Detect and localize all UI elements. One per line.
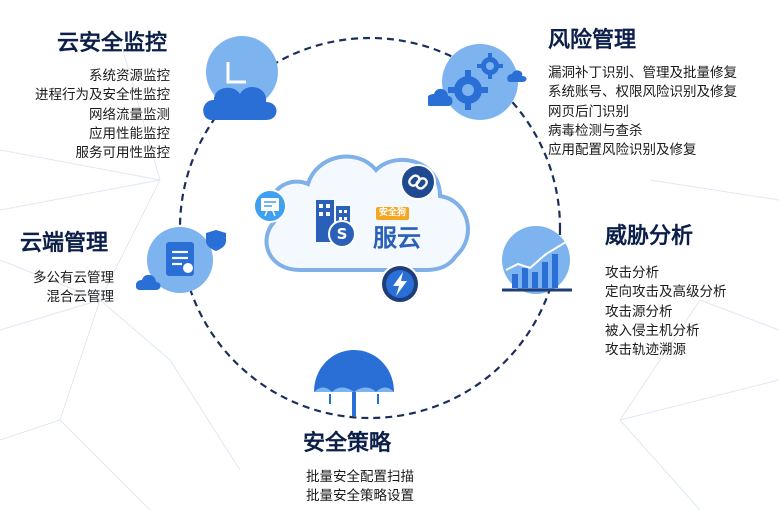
list-item: 网页后门识别 — [548, 103, 629, 120]
list-item: 攻击源分析 — [605, 303, 673, 320]
svg-text:S: S — [337, 225, 348, 243]
list-item: 混合云管理 — [46, 289, 115, 306]
list-item: 批量安全配置扫描 — [306, 469, 414, 485]
umbrella-icon — [314, 350, 394, 416]
list-item: 攻击分析 — [605, 265, 659, 281]
brand-name: 服云 — [373, 224, 421, 252]
gears-icon — [428, 44, 527, 120]
module-title-cloud-monitoring: 云安全监控 — [57, 31, 168, 56]
list-item: 定向攻击及高级分析 — [605, 284, 727, 301]
list-item: 被入侵主机分析 — [605, 322, 700, 339]
brand-badge: 安全狗 — [376, 207, 410, 220]
list-item: 应用性能监控 — [89, 125, 170, 142]
module-list-cloud-monitoring: 系统资源监控 进程行为及安全性监控 网络流量监测 应用性能监控 服务可用性监控 — [35, 67, 170, 163]
list-item: 系统账号、权限风险识别及修复 — [548, 84, 737, 101]
list-item: 网络流量监测 — [89, 106, 170, 123]
clock-cloud-icon — [203, 36, 278, 120]
building-s-logo-icon: S — [316, 200, 356, 248]
module-list-risk-management: 漏洞补丁识别、管理及批量修复 系统账号、权限风险识别及修复 网页后门识别 病毒检… — [548, 64, 737, 160]
module-list-cloud-management: 多公有云管理 混合云管理 — [33, 269, 114, 308]
document-shield-icon — [136, 227, 226, 293]
link-icon — [400, 164, 436, 200]
module-list-security-policy: 批量安全配置扫描 批量安全策略设置 — [290, 468, 430, 507]
module-title-cloud-management: 云端管理 — [20, 231, 109, 256]
list-item: 系统资源监控 — [89, 68, 170, 84]
list-item: 病毒检测与查杀 — [548, 122, 643, 139]
list-item: 攻击轨迹溯源 — [605, 342, 686, 359]
list-item: 漏洞补丁识别、管理及批量修复 — [548, 65, 737, 81]
presentation-board-icon — [253, 189, 287, 223]
list-item: 服务可用性监控 — [75, 145, 171, 162]
list-item: 多公有云管理 — [33, 270, 114, 286]
list-item: 应用配置风险识别及修复 — [548, 142, 697, 159]
lightning-icon — [380, 264, 420, 304]
module-list-threat-analysis: 攻击分析 定向攻击及高级分析 攻击源分析 被入侵主机分析 攻击轨迹溯源 — [605, 264, 727, 360]
module-title-risk-management: 风险管理 — [548, 28, 637, 53]
bar-chart-icon — [502, 226, 572, 294]
list-item: 批量安全策略设置 — [306, 488, 414, 505]
module-title-security-policy: 安全策略 — [303, 431, 392, 456]
module-title-threat-analysis: 威胁分析 — [605, 224, 694, 249]
list-item: 进程行为及安全性监控 — [35, 87, 170, 104]
